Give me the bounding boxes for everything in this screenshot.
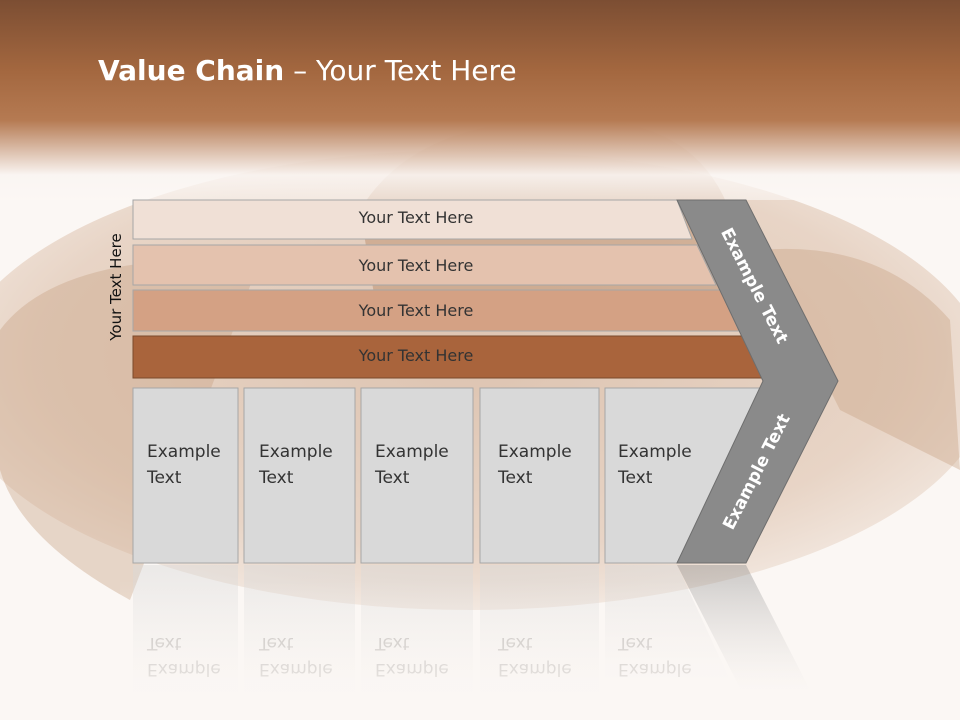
box-1-label: Example Text (147, 442, 221, 488)
slide-title: Value Chain – Your Text Here (98, 54, 517, 87)
bar-1 (132, 199, 693, 240)
chevron-arrow (676, 199, 839, 564)
bar-2-label: Your Text Here (358, 256, 474, 275)
box-4-label: Example Text (498, 442, 572, 488)
box-2 (243, 387, 356, 564)
title-rest: – Your Text Here (284, 54, 517, 87)
header-band (0, 0, 960, 200)
box-4 (479, 387, 600, 564)
bar-3-label: Your Text Here (358, 301, 474, 320)
bar-1-label: Your Text Here (358, 208, 474, 227)
box-3-label: Example Text (375, 442, 449, 488)
box-3 (360, 387, 474, 564)
box-2-label: Example Text (259, 442, 333, 488)
box-5-label: Example Text (618, 442, 692, 488)
bar-4-label: Your Text Here (358, 346, 474, 365)
box-1 (132, 387, 239, 564)
reflection-fade (120, 580, 840, 720)
bar-2 (132, 244, 717, 286)
title-bold: Value Chain (98, 54, 285, 87)
